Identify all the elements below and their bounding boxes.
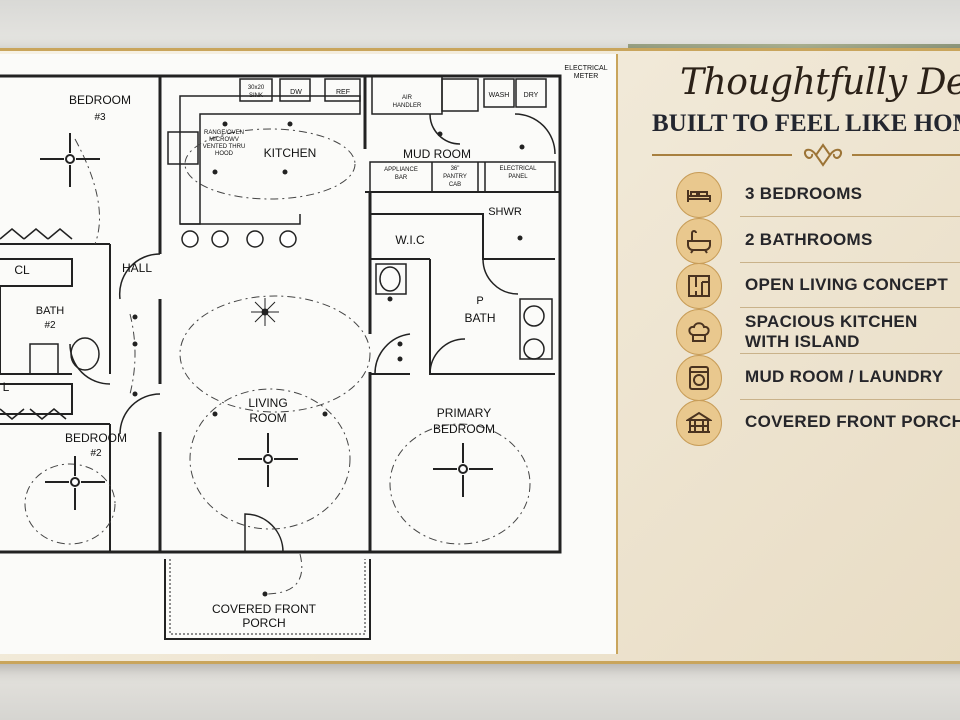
label-bedroom2-num: #2	[90, 448, 102, 459]
label-living-1: LIVING	[248, 396, 287, 410]
headline: BUILT TO FEEL LIKE HOME	[652, 110, 960, 137]
ornament-icon	[804, 143, 842, 167]
label-bedroom3: BEDROOM	[69, 93, 131, 107]
label-hall: HALL	[122, 261, 152, 275]
feature-open-living: OPEN LIVING CONCEPT	[676, 263, 960, 309]
label-shwr: SHWR	[488, 206, 522, 218]
feature-separator	[740, 353, 960, 354]
label-elec-1: ELECTRICAL	[499, 166, 537, 172]
feature-mudroom: MUD ROOM / LAUNDRY	[676, 355, 960, 401]
label-bath2-num: #2	[44, 320, 56, 331]
wall-wic	[370, 213, 484, 260]
label-wic: W.I.C	[395, 233, 425, 247]
feature-bedrooms: 3 BEDROOMS	[676, 172, 960, 218]
feature-separator	[740, 399, 960, 400]
label-sink-1: 30x20	[248, 85, 265, 91]
label-living-2: ROOM	[249, 411, 286, 425]
label-cl2: L	[3, 380, 10, 394]
label-bath2: BATH	[36, 305, 65, 317]
label-p: P	[476, 295, 483, 307]
label-sink-2: SINK	[249, 93, 263, 99]
door-swing-porch	[244, 513, 284, 553]
floorplan-icon	[676, 263, 722, 309]
floor-plan: ELECTRICAL METER BEDROOM #3 KITCHEN MUD …	[0, 54, 618, 654]
script-title: Thoughtfully Designed,	[680, 62, 960, 103]
bed-icon	[676, 172, 722, 218]
feature-label: 3 BEDROOMS	[745, 184, 863, 203]
wall-cl	[0, 258, 73, 287]
divider-right	[852, 154, 960, 156]
porch-icon	[676, 400, 722, 446]
wall-kitchen-counter	[179, 95, 361, 225]
exterior-wall	[0, 74, 562, 554]
label-mudroom: MUD ROOM	[403, 147, 471, 161]
ceiling-fans	[40, 133, 493, 510]
divider-left	[652, 154, 792, 156]
feature-label: OPEN LIVING CONCEPT	[745, 275, 949, 294]
label-pantry-3: CAB	[449, 182, 461, 188]
floor-plan-drawing: ELECTRICAL METER BEDROOM #3 KITCHEN MUD …	[0, 65, 608, 640]
feature-bathrooms: 2 BATHROOMS	[676, 218, 960, 264]
bathtub-icon	[676, 218, 722, 264]
wall-island	[180, 214, 301, 225]
label-air-1: AIR	[402, 95, 413, 101]
label-bedroom2: BEDROOM	[65, 431, 127, 445]
island-stools	[181, 230, 297, 248]
feature-porch: COVERED FRONT PORCH	[676, 400, 960, 446]
feature-label-line2: WITH ISLAND	[745, 332, 860, 351]
label-air-2: HANDLER	[393, 103, 422, 109]
label-range-4: HOOD	[215, 151, 234, 157]
feature-label: 2 BATHROOMS	[745, 230, 873, 249]
label-elec-2: PANEL	[508, 174, 528, 180]
chandelier	[251, 298, 279, 326]
feature-label: COVERED FRONT PORCH	[745, 412, 960, 431]
label-cl: CL	[14, 263, 30, 277]
washer-icon	[676, 355, 722, 401]
feature-separator	[740, 262, 960, 263]
label-primary-2: BEDROOM	[433, 422, 495, 436]
label-pantry-2: PANTRY	[443, 174, 467, 180]
light-fixtures	[132, 121, 525, 597]
label-range-3: VENTED THRU	[203, 144, 246, 150]
feature-label-line1: SPACIOUS KITCHEN	[745, 312, 918, 331]
label-primary-1: PRIMARY	[437, 406, 491, 420]
label-appliance-1: APPLIANCE	[384, 167, 418, 173]
label-dry: DRY	[524, 92, 539, 99]
label-pbath: BATH	[464, 311, 495, 325]
label-appliance-2: BAR	[395, 175, 408, 181]
feature-separator	[740, 216, 960, 217]
label-wash: WASH	[489, 92, 510, 99]
label-porch-2: PORCH	[242, 616, 285, 630]
label-porch-1: COVERED FRONT	[212, 602, 317, 616]
feature-label: MUD ROOM / LAUNDRY	[745, 367, 944, 386]
chef-hat-icon	[676, 309, 722, 355]
label-range-2: MICROWV	[209, 137, 239, 143]
meter-label-2: METER	[574, 73, 599, 80]
label-pantry-1: 36"	[451, 166, 460, 172]
label-bedroom3-num: #3	[94, 112, 106, 123]
porch-outline	[164, 559, 371, 640]
wall-pbath	[429, 214, 555, 375]
meter-label-1: ELECTRICAL	[564, 65, 607, 72]
label-dw: DW	[290, 89, 302, 96]
feature-kitchen: SPACIOUS KITCHEN WITH ISLAND	[676, 309, 960, 355]
label-kitchen: KITCHEN	[264, 146, 317, 160]
label-range-1: RANGE/OVEN	[204, 130, 244, 136]
label-ref: REF	[336, 89, 350, 96]
feature-separator	[740, 307, 960, 308]
